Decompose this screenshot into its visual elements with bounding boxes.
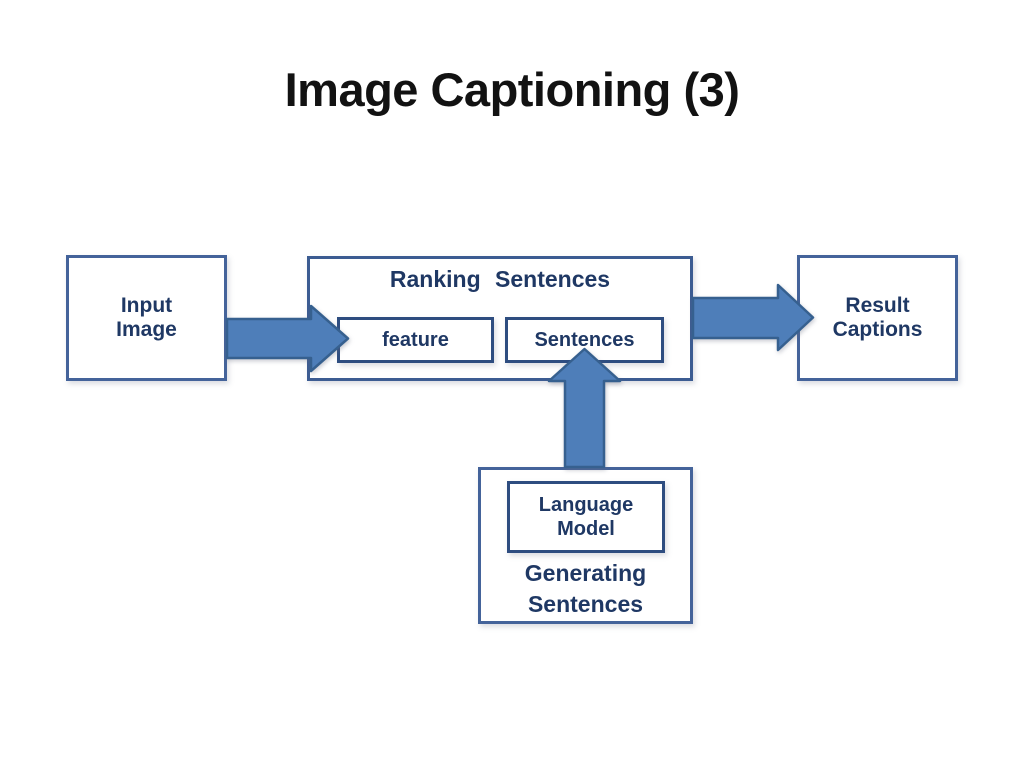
feature-label: feature: [382, 328, 449, 351]
input-image-box: Input Image: [66, 255, 227, 381]
ranking-sentences-title: Ranking Sentences: [389, 266, 611, 292]
language-model-label: Language Model: [538, 494, 634, 540]
sentences-box: Sentences: [505, 317, 664, 363]
language-model-box: Language Model: [507, 481, 665, 553]
feature-box: feature: [337, 317, 494, 363]
sentences-label: Sentences: [534, 328, 635, 351]
slide-title: Image Captioning (3): [284, 63, 740, 116]
generating-sentences-label: Generating Sentences: [524, 560, 647, 617]
result-captions-box: Result Captions: [797, 255, 958, 381]
input-image-label: Input Image: [116, 294, 177, 341]
result-captions-label: Result Captions: [832, 294, 923, 341]
arrow-ranking-to-result-icon: [691, 283, 815, 352]
